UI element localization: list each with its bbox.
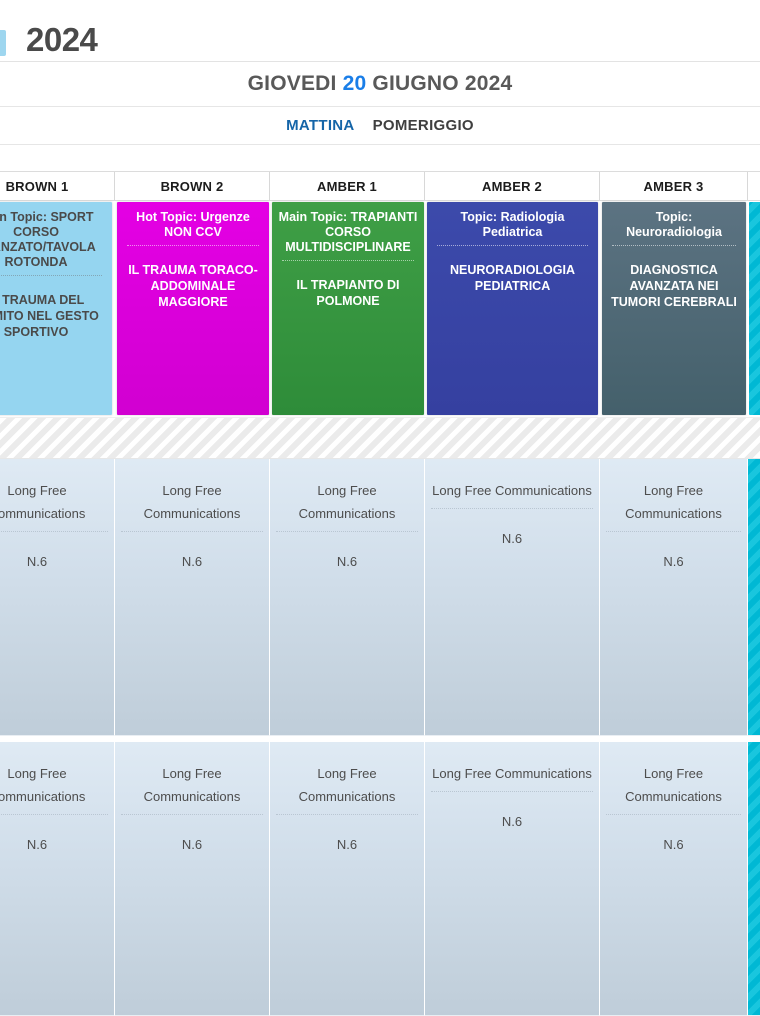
session-topic: Main Topic: TRAPIANTI CORSO MULTIDISCIPL… [278,210,418,254]
free-communication-cell[interactable]: Long Free Communications N.6 [0,459,115,736]
room-header-overflow [748,172,760,200]
session-card-amber-2[interactable]: Topic: Radiologia Pediatrica NEURORADIOL… [427,202,598,415]
free-communication-cell-overflow[interactable] [748,742,760,1016]
session-card-overflow[interactable] [749,202,760,415]
free-communication-cell-overflow[interactable] [748,459,760,736]
free-communication-cell[interactable]: Long Free Communications N.6 [270,459,425,736]
session-topic: Topic: Radiologia Pediatrica [460,210,565,239]
session-title: IL TRAUMA TORACO-ADDOMINALE MAGGIORE [128,263,258,309]
free-communication-count: N.6 [663,837,684,852]
free-communication-cell[interactable]: Long Free Communications N.6 [600,459,748,736]
free-communication-label: Long Free Communications [298,766,396,804]
free-communication-divider [0,531,108,532]
free-communication-count: N.6 [336,554,358,569]
room-header-row: BROWN 1 BROWN 2 AMBER 1 AMBER 2 AMBER 3 [0,171,760,201]
session-card-amber-3[interactable]: Topic: Neuroradiologia DIAGNOSTICA AVANZ… [602,202,746,415]
free-communication-divider [606,814,741,815]
free-communication-divider [431,791,593,792]
free-communication-label: Long Free Communications [432,483,592,498]
free-communication-count: N.6 [336,837,358,852]
date-month-year: GIUGNO 2024 [372,72,513,95]
room-header-brown-1: BROWN 1 [0,172,115,200]
session-topic: Hot Topic: Urgenze NON CCV [136,210,250,239]
free-communication-label: Long Free Communications [143,766,241,804]
free-communication-count: N.6 [181,837,203,852]
room-header-amber-1: AMBER 1 [270,172,425,200]
session-title: IL TRAPIANTO DI POLMONE [296,278,400,308]
free-communication-count: N.6 [501,814,523,829]
free-communication-divider [431,508,593,509]
tab-pomeriggio[interactable]: POMERIGGIO [372,117,474,134]
banner-year: 2024 [26,21,98,58]
session-title: NEURORADIOLOGIA PEDIATRICA [450,263,575,293]
free-communications-block-1: Long Free Communications N.6 Long Free C… [0,459,760,736]
free-communication-count: N.6 [663,554,684,569]
free-communication-label: Long Free Communications [298,483,396,521]
free-communication-label: Long Free Communications [0,766,86,804]
free-communication-cell[interactable]: Long Free Communications N.6 [600,742,748,1016]
tab-mattina[interactable]: MATTINA [286,117,355,134]
room-header-amber-2: AMBER 2 [425,172,600,200]
session-title: DIAGNOSTICA AVANZATA NEI TUMORI CEREBRAL… [611,263,737,309]
banner-accent-shape [0,30,6,56]
free-communication-count: N.6 [501,531,523,546]
free-communication-cell[interactable]: Long Free Communications N.6 [270,742,425,1016]
free-communications-block-2: Long Free Communications N.6 Long Free C… [0,742,760,1016]
room-header-amber-3: AMBER 3 [600,172,748,200]
session-divider [612,245,736,246]
date-day-number: 20 [342,72,367,95]
break-divider-row [0,417,760,459]
free-communication-cell[interactable]: Long Free Communications N.6 [0,742,115,1016]
session-divider [0,275,102,276]
free-communication-divider [606,531,741,532]
free-communication-divider [276,814,418,815]
free-communication-label: Long Free Communications [143,483,241,521]
session-period-tabs: MATTINA POMERIGGIO [0,107,760,145]
free-communication-label: Long Free Communications [432,766,592,781]
top-banner: 2024 [0,0,760,62]
session-card-brown-2[interactable]: Hot Topic: Urgenze NON CCV IL TRAUMA TOR… [117,202,269,415]
session-topic: Main Topic: SPORT CORSO AVANZATO/TAVOLA … [0,210,96,269]
free-communication-cell[interactable]: Long Free Communications N.6 [115,459,270,736]
schedule-grid: BROWN 1 BROWN 2 AMBER 1 AMBER 2 AMBER 3 … [0,145,760,1016]
free-communication-divider [121,814,263,815]
session-card-band: Main Topic: SPORT CORSO AVANZATO/TAVOLA … [0,202,760,415]
session-topic: Topic: Neuroradiologia [626,210,722,239]
date-day-name: GIOVEDI [247,72,337,95]
free-communication-cell[interactable]: Long Free Communications N.6 [115,742,270,1016]
free-communication-cell[interactable]: Long Free Communications N.6 [425,459,600,736]
session-title: IL TRAUMA DEL GOMITO NEL GESTO SPORTIVO [0,293,99,339]
date-header-bar: GIOVEDI 20 GIUGNO 2024 [0,62,760,107]
free-communication-label: Long Free Communications [0,483,86,521]
free-communication-count: N.6 [26,837,48,852]
free-communication-label: Long Free Communications [625,766,722,804]
free-communication-cell[interactable]: Long Free Communications N.6 [425,742,600,1016]
session-card-brown-1[interactable]: Main Topic: SPORT CORSO AVANZATO/TAVOLA … [0,202,112,415]
free-communication-count: N.6 [26,554,48,569]
room-header-brown-2: BROWN 2 [115,172,270,200]
session-divider [127,245,259,246]
free-communication-divider [276,531,418,532]
page-title: GIOVEDI 20 GIUGNO 2024 [248,72,513,96]
free-communication-divider [121,531,263,532]
free-communication-count: N.6 [181,554,203,569]
free-communication-label: Long Free Communications [625,483,722,521]
session-divider [437,245,588,246]
free-communication-divider [0,814,108,815]
session-card-amber-1[interactable]: Main Topic: TRAPIANTI CORSO MULTIDISCIPL… [272,202,424,415]
session-divider [282,260,414,261]
